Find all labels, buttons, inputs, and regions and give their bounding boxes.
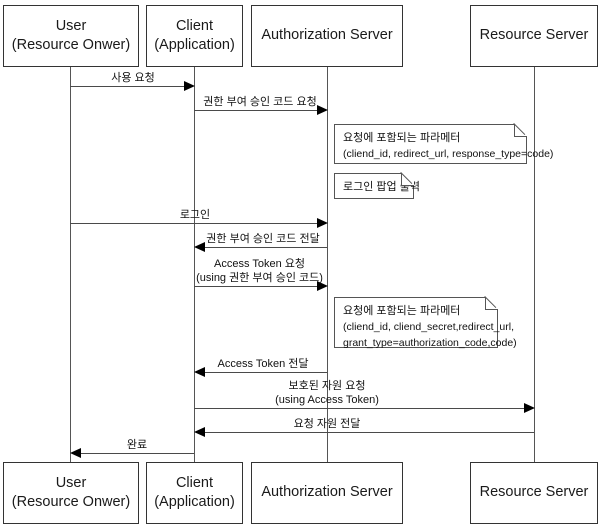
message-line-m4 [204,247,327,248]
message-line-m3 [70,223,321,224]
actor-label-auth-bottom-line1: Authorization Server [261,484,393,501]
arrowhead-m8 [194,427,205,437]
arrowhead-m9 [70,448,81,458]
message-label-m7-line2: (using Access Token) [275,394,379,407]
actor-box-resource-server-top[interactable]: Resource Server [470,5,598,67]
actor-label-client-bottom-line2: (Application) [154,494,235,510]
actor-box-user-top[interactable]: User (Resource Onwer) [3,5,139,67]
message-line-m1 [70,86,188,87]
arrowhead-m4 [194,242,205,252]
message-line-m5 [194,286,321,287]
note-request-parameters-auth-code: 요청에 포함되는 파라메터 (cliend_id, redirect_url, … [334,124,554,164]
message-label-m3: 로그인 [179,209,211,221]
note-login-popup: 로그인 팝업 출력 [334,173,420,199]
actor-label-user-bottom-line1: User [55,474,87,491]
lifeline-authorization-server [327,67,328,462]
note-fold-icon [485,297,498,310]
lifeline-resource-server [534,67,535,462]
arrowhead-m1 [184,81,195,91]
arrowhead-m7 [524,403,535,413]
actor-label-resource-line1: Resource Server [479,27,589,44]
arrowhead-m5 [317,281,328,291]
note-n1-line2: (cliend_id, redirect_url, response_type=… [343,147,554,160]
arrowhead-m6 [194,367,205,377]
message-label-m5-line2: (using 권한 부여 승인 코드) [196,272,323,285]
actor-box-resource-server-bottom[interactable]: Resource Server [470,462,598,524]
note-n2-title: 로그인 팝업 출력 [343,181,420,193]
message-line-m8 [204,432,534,433]
message-label-m5-line1: Access Token 요청 [214,258,305,270]
actor-label-auth-line1: Authorization Server [261,27,393,44]
note-n3-line3: grant_type=authorization_code,code) [343,336,517,349]
note-n1-title: 요청에 포함되는 파라메터 [343,132,461,144]
actor-label-user-line2: (Resource Onwer) [11,37,131,53]
arrowhead-m2 [317,105,328,115]
message-label-m9: 완료 [126,439,148,451]
actor-label-resource-bottom-line1: Resource Server [479,484,589,501]
lifeline-user [70,67,71,462]
note-request-parameters-token: 요청에 포함되는 파라메터 (cliend_id, cliend_secret,… [334,297,517,349]
actor-box-authorization-server-bottom[interactable]: Authorization Server [251,462,403,524]
message-label-m6: Access Token 전달 [217,358,309,370]
message-label-m2: 권한 부여 승인 코드 요청 [203,96,317,108]
actor-label-user-line1: User [55,17,87,34]
note-fold-icon [401,173,414,186]
note-fold-icon [514,124,527,137]
lifeline-client [194,67,195,462]
actor-label-client-line1: Client [175,17,214,34]
note-n3-title: 요청에 포함되는 파라메터 [343,305,461,317]
actor-label-client-line2: (Application) [154,37,235,53]
message-line-m6 [204,372,327,373]
arrowhead-m3 [317,218,328,228]
message-line-m9 [80,453,194,454]
message-line-m2 [194,110,321,111]
actor-box-authorization-server-top[interactable]: Authorization Server [251,5,403,67]
message-label-m8: 요청 자원 전달 [293,418,361,430]
actor-box-client-top[interactable]: Client (Application) [146,5,243,67]
actor-label-client-bottom-line1: Client [175,474,214,491]
message-label-m1: 사용 요청 [111,72,155,84]
message-label-m7: 보호된 자원 요청 (using Access Token) [261,379,393,407]
message-label-m4: 권한 부여 승인 코드 전달 [206,233,320,245]
actor-label-user-bottom-line2: (Resource Onwer) [11,494,131,510]
message-line-m7 [194,408,528,409]
note-n3-line2: (cliend_id, cliend_secret,redirect_url, [343,320,514,333]
actor-box-user-bottom[interactable]: User (Resource Onwer) [3,462,139,524]
message-label-m7-line1: 보호된 자원 요청 [288,380,366,392]
actor-box-client-bottom[interactable]: Client (Application) [146,462,243,524]
message-label-m5: Access Token 요청 (using 권한 부여 승인 코드) [194,257,325,285]
